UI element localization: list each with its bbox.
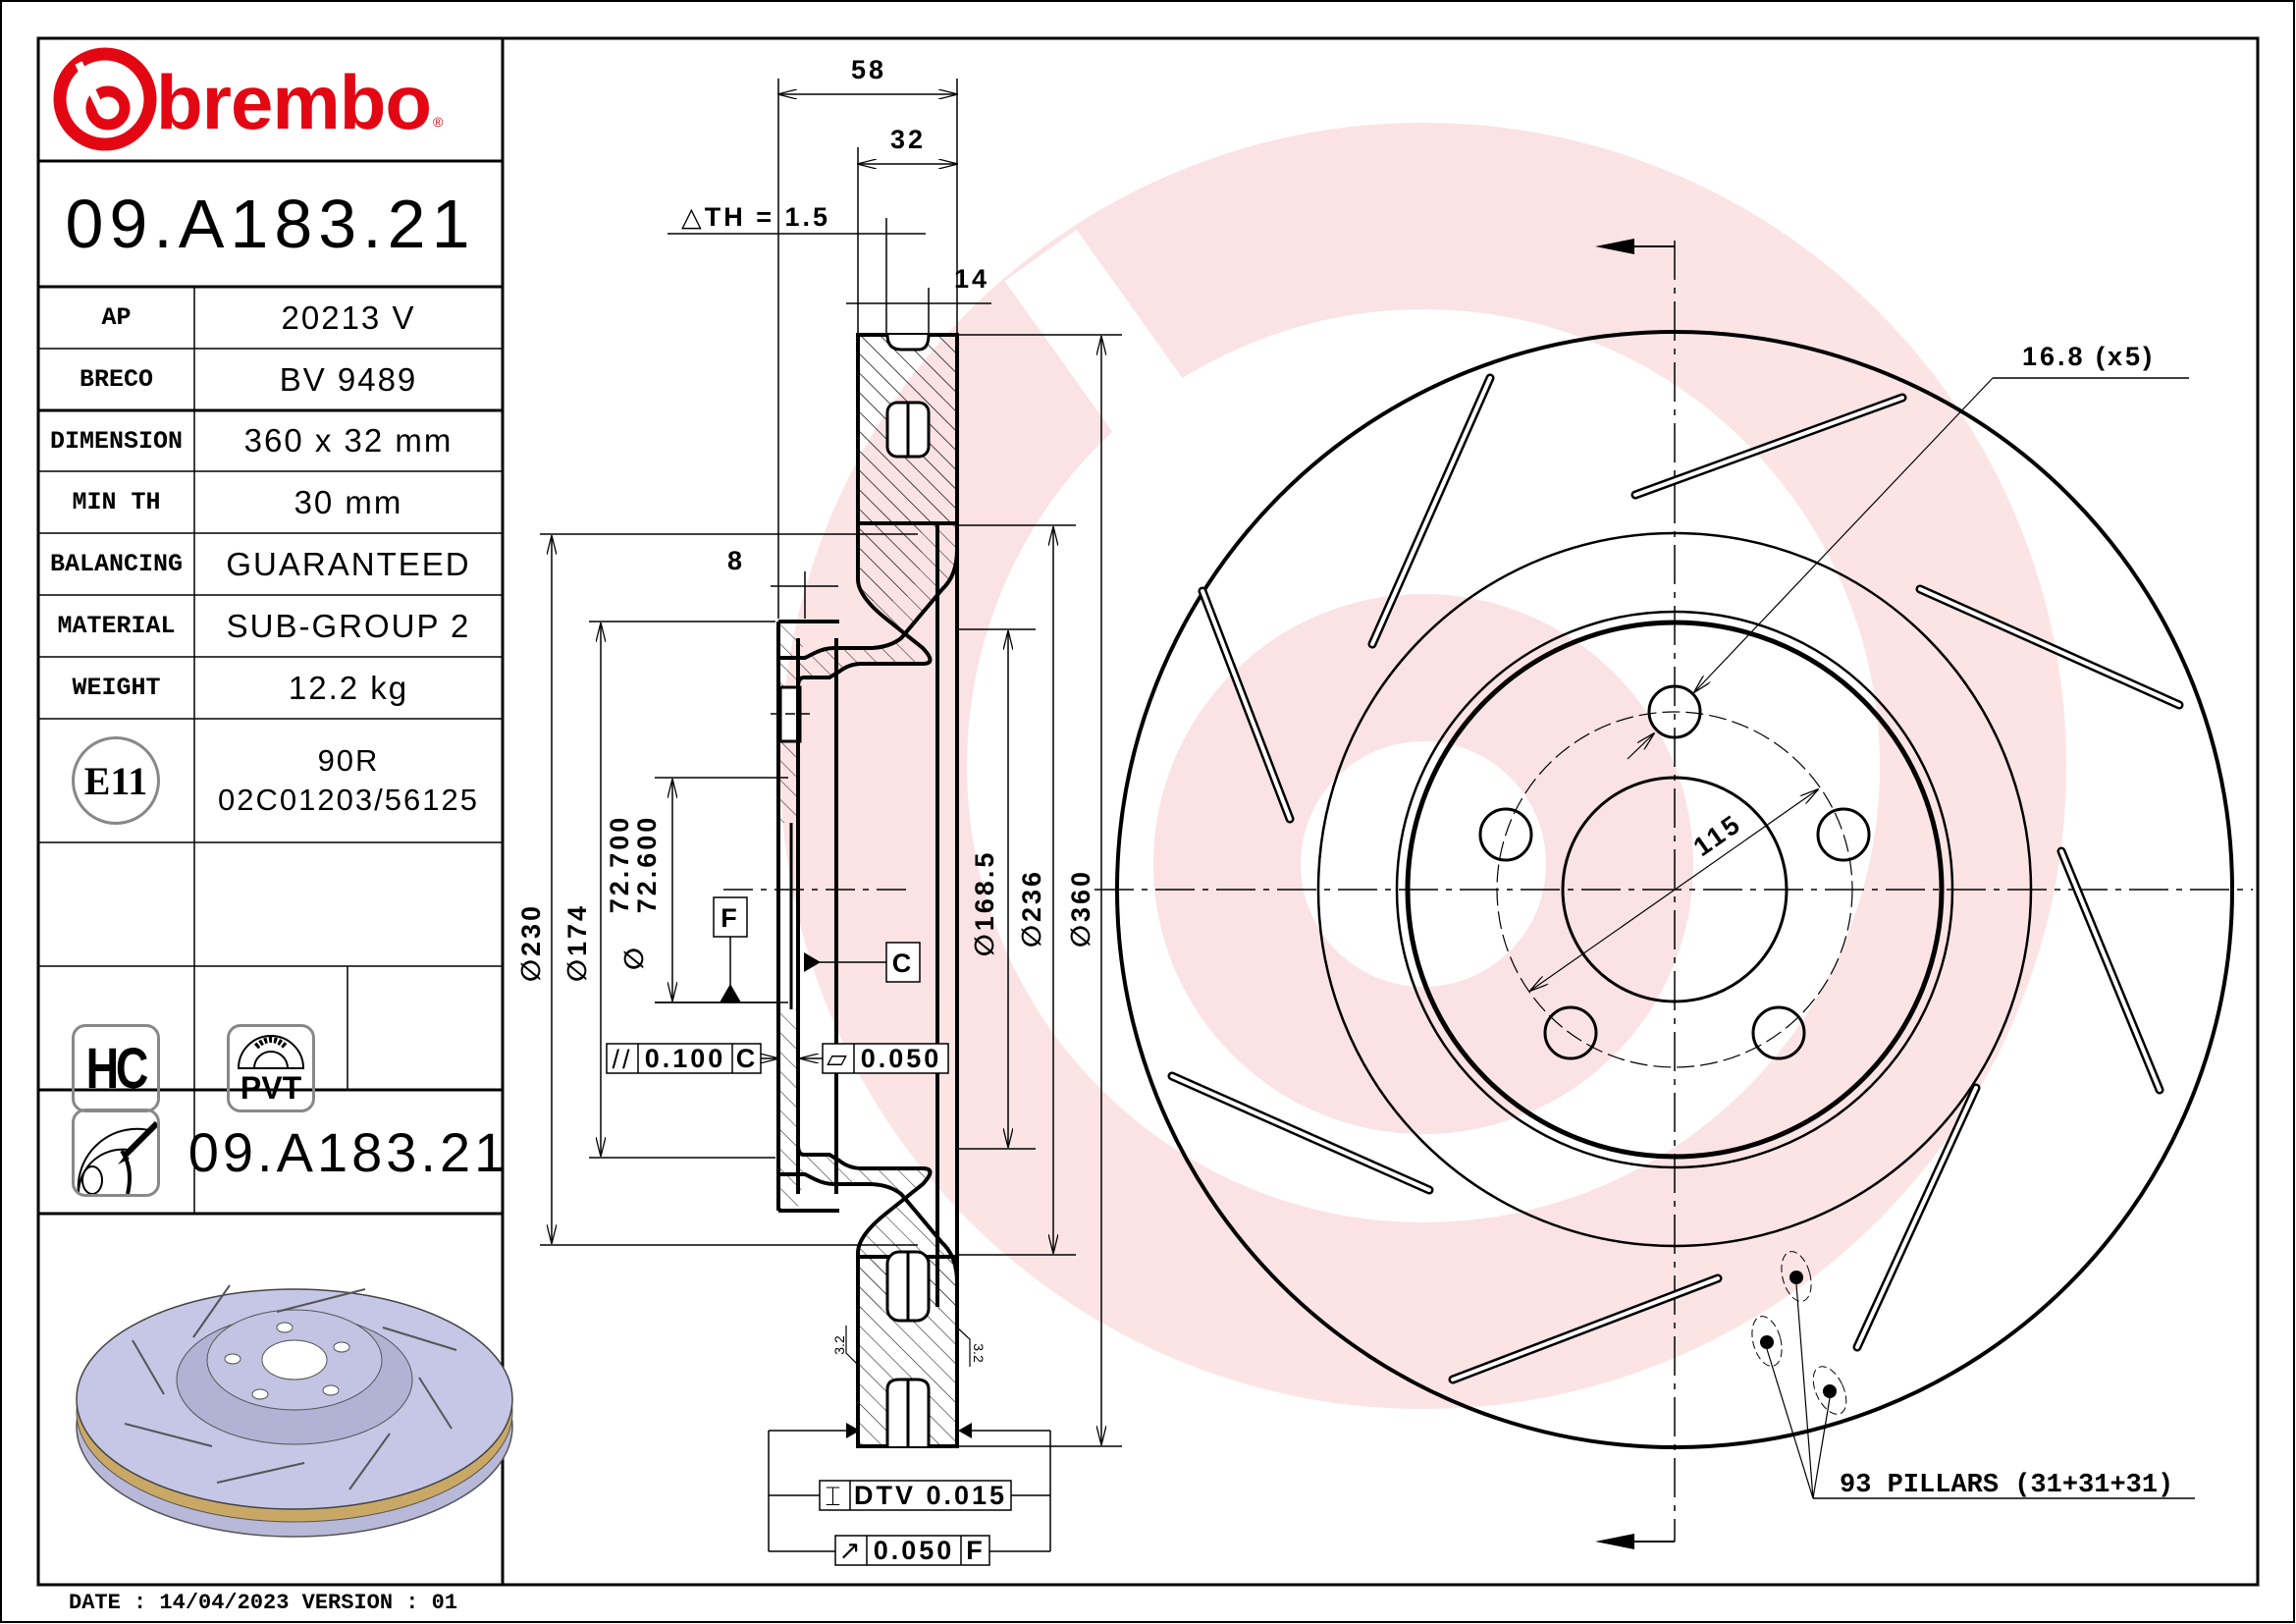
title-block-grid	[38, 38, 505, 1585]
brembo-wordmark: brembo ®	[156, 58, 444, 145]
runout-icon: ↗	[838, 1536, 864, 1565]
disc-3d-render	[76, 1284, 513, 1538]
dim-d174: ∅174	[562, 903, 592, 982]
svg-text:3.2: 3.2	[831, 1335, 847, 1355]
dim-d168-5: ∅168.5	[970, 850, 999, 957]
value-dimension: 360 x 32 mm	[243, 422, 454, 459]
datum-f: F	[655, 896, 778, 1003]
engraved-part-number: 09.A183.21	[187, 1120, 509, 1183]
disc-engraving-icon	[72, 1109, 160, 1197]
svg-text:F: F	[721, 903, 740, 933]
brembo-logo	[53, 47, 157, 151]
value-ap: 20213 V	[281, 298, 416, 336]
svg-text:DTV 0.015: DTV 0.015	[854, 1481, 1007, 1510]
hc-icon: HC	[72, 1024, 160, 1112]
dim-bore-max: 72.700	[605, 815, 634, 914]
value-balancing: GUARANTEED	[226, 545, 471, 582]
svg-text:0.100: 0.100	[645, 1044, 726, 1073]
label-breco: BRECO	[79, 365, 153, 394]
value-material: SUB-GROUP 2	[226, 607, 471, 644]
front-view	[1095, 239, 2253, 1549]
fcf-runout: ↗ 0.050 F	[769, 1535, 1050, 1566]
slots-inner	[1170, 376, 2181, 1381]
e11-approval-icon: E11	[72, 736, 160, 825]
pillars	[1751, 1251, 2195, 1499]
dim-bore-min: 72.600	[632, 815, 662, 914]
value-breco: BV 9489	[279, 360, 418, 398]
value-min-th: 30 mm	[294, 483, 403, 520]
brembo-watermark	[780, 123, 2066, 1409]
dim-58: 58	[851, 55, 886, 84]
bolt-hole-dia-label: 16.8 (x5)	[2022, 342, 2155, 371]
section-dimension-texts: 58 32 △TH = 1.5 14 8 ∅230 ∅174 72.700 72…	[516, 55, 1095, 982]
parallelism-icon: //	[612, 1045, 632, 1074]
svg-text:0.050: 0.050	[861, 1044, 942, 1073]
pvt-disc-glyph	[237, 1035, 305, 1069]
homologation-text: 90R 02C01203/56125	[218, 743, 479, 817]
roughness-marks: 3.2 3.2	[831, 1326, 987, 1367]
label-material: MATERIAL	[57, 612, 176, 640]
label-dimension: DIMENSION	[49, 426, 184, 456]
disc-outer-edge	[1115, 330, 2234, 1449]
footer-date-version: DATE : 14/04/2023 VERSION : 01	[69, 1591, 458, 1615]
dim-d230: ∅230	[516, 903, 546, 982]
bolt-hole	[1543, 1005, 1598, 1060]
fcf-dtv: ⌶ DTV 0.015	[768, 1423, 1051, 1551]
dim-d360: ∅360	[1066, 869, 1095, 947]
label-balancing: BALANCING	[49, 550, 184, 578]
flatness-icon: ▱	[827, 1044, 850, 1073]
dim-14: 14	[954, 264, 989, 294]
pvt-icon: PVT	[227, 1024, 315, 1112]
svg-text:C: C	[892, 948, 915, 978]
brembo-logo-mark	[53, 47, 157, 151]
datum-c: C	[804, 942, 921, 983]
fcf-flatness: ▱ 0.050	[800, 1043, 949, 1074]
pcd-label: 115	[1688, 808, 1747, 862]
bolt-hole	[1647, 684, 1702, 739]
value-weight: 12.2 kg	[288, 669, 409, 706]
dim-bore-symbol: ∅	[619, 945, 649, 970]
part-number-header: 09.A183.21	[65, 186, 476, 262]
inner-frame	[36, 36, 2260, 1587]
dim-d236: ∅236	[1017, 869, 1046, 947]
label-weight: WEIGHT	[72, 674, 161, 702]
svg-text:F: F	[966, 1536, 986, 1565]
dtv-icon: ⌶	[825, 1482, 843, 1511]
dim-8: 8	[727, 546, 745, 575]
svg-text:C: C	[736, 1044, 759, 1073]
label-min-th: MIN TH	[72, 488, 161, 516]
title-block: brembo ® 09.A183.21 AP 20213 V BRECO BV …	[38, 38, 509, 1585]
svg-text:0.050: 0.050	[874, 1536, 955, 1565]
pillars-note: 93 PILLARS (31+31+31)	[1840, 1471, 2173, 1500]
dim-32: 32	[890, 125, 926, 154]
svg-text:3.2: 3.2	[971, 1343, 987, 1363]
dim-delta-th: △TH = 1.5	[681, 202, 830, 232]
label-ap: AP	[101, 303, 132, 332]
bolt-hole	[1751, 1005, 1806, 1060]
bolt-hole	[1816, 807, 1871, 862]
fcf-parallelism: // 0.100 C	[606, 1043, 778, 1074]
